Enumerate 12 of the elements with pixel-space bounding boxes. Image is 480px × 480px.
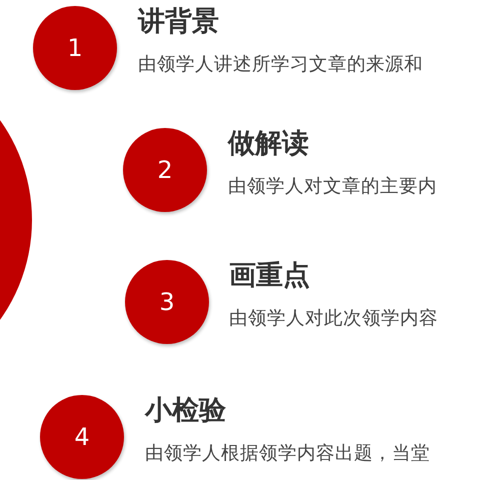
step-description: 由领学人对此次领学内容	[229, 307, 438, 331]
step-title: 小检验	[145, 395, 226, 427]
number-circle: 2	[123, 128, 207, 212]
step-title: 讲背景	[138, 6, 219, 38]
number-circle: 4	[40, 395, 124, 479]
number-circle: 1	[33, 6, 117, 90]
step-title: 做解读	[228, 128, 309, 160]
step-description: 由领学人对文章的主要内	[228, 175, 437, 199]
number-circle: 3	[125, 260, 209, 344]
step-description: 由领学人讲述所学习文章的来源和	[138, 53, 423, 77]
step-description: 由领学人根据领学内容出题，当堂	[145, 442, 430, 466]
step-title: 画重点	[229, 260, 310, 292]
